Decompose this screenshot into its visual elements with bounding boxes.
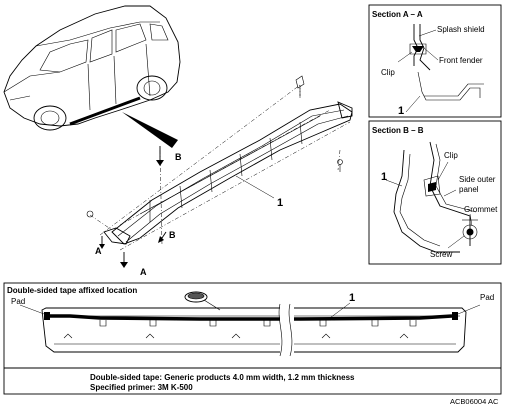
section-b-clip-label: Clip xyxy=(444,151,458,160)
screw-label: Screw xyxy=(430,250,452,259)
section-a-part-number: 1 xyxy=(398,105,404,117)
section-a-title: Section A – A xyxy=(372,10,423,19)
tape-location-frame xyxy=(3,282,502,395)
side-sill-profile-drawing xyxy=(19,291,481,357)
section-b-drawing xyxy=(385,141,478,253)
front-fender-label: Front fender xyxy=(439,56,483,65)
side-sill-exploded-view xyxy=(86,75,353,268)
section-b-title: Section B – B xyxy=(372,126,424,135)
section-marker-a-bottom: A xyxy=(140,267,147,277)
tape-section-part-number: 1 xyxy=(349,292,355,304)
primer-spec-note: Specified primer: 3M K-500 xyxy=(90,383,193,392)
section-marker-a-left: A xyxy=(95,246,102,256)
section-b-part-number: 1 xyxy=(381,171,387,183)
section-a-clip-label: Clip xyxy=(381,68,395,77)
pad-label-right: Pad xyxy=(480,293,494,302)
section-a-drawing xyxy=(397,24,484,113)
section-b-frame xyxy=(368,120,502,265)
side-outer-panel-label-line2: panel xyxy=(459,185,479,194)
main-part-number-label: 1 xyxy=(277,197,283,209)
section-marker-b-upper: B xyxy=(175,152,182,162)
section-a-frame xyxy=(368,4,502,118)
splash-shield-label: Splash shield xyxy=(437,25,485,34)
pad-label-left: Pad xyxy=(11,297,25,306)
tape-location-title: Double-sided tape affixed location xyxy=(7,286,137,295)
grommet-label: Grommet xyxy=(464,205,498,214)
section-marker-b-lower: B xyxy=(169,230,176,240)
detail-pointer-wedge xyxy=(122,112,178,148)
figure-code: ACB06004 AC xyxy=(450,397,499,406)
tape-spec-note: Double-sided tape: Generic products 4.0 … xyxy=(90,373,355,382)
side-outer-panel-label-line1: Side outer xyxy=(459,175,496,184)
vehicle-illustration xyxy=(3,5,181,131)
